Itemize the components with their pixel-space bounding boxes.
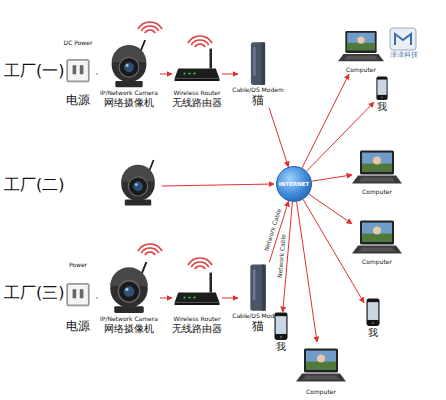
node-label: DC Power: [64, 40, 93, 47]
phone-node: 我: [272, 312, 290, 352]
camera-icon: [98, 40, 160, 90]
power-node: DC Power 电源: [60, 40, 96, 108]
factory-label: 工厂(一): [4, 62, 64, 80]
node-label: Wireless Router: [174, 90, 221, 97]
connector-arrow: [302, 74, 349, 168]
node-sublabel: 无线路由器: [172, 97, 222, 109]
connector-arrow: [312, 175, 352, 181]
modem-icon: [238, 40, 278, 87]
node-label: Computer: [362, 259, 392, 266]
node-label: INTERNET: [279, 181, 310, 187]
camera-icon: [98, 262, 160, 316]
computer-node: Computer: [352, 146, 402, 196]
modem-node: Cable/DS Modem猫: [238, 40, 278, 108]
factory-label: 工厂(三): [4, 284, 64, 302]
power-node: Power 电源: [60, 262, 96, 334]
phone-icon: [374, 76, 390, 101]
connector-arrow: [222, 298, 238, 299]
router-icon: [172, 40, 222, 90]
power-cable: [96, 74, 98, 75]
camera-node: IP/Network Camera网络摄像机: [98, 262, 160, 334]
router-node: Wireless Router无线路由器: [172, 40, 222, 108]
factory-label: 工厂(二): [4, 176, 64, 194]
router-icon: [172, 262, 222, 316]
watermark: 泽泽科技: [390, 52, 418, 60]
internet-globe: INTERNET: [276, 166, 312, 202]
connector-arrow: [297, 202, 317, 342]
node-label: Cable/DS Modem: [232, 87, 284, 94]
connector-line: [162, 184, 274, 186]
connector-arrow: [309, 194, 352, 224]
node-label: 我: [368, 327, 378, 339]
laptop-icon: [296, 342, 346, 389]
wifi-signal: [138, 22, 212, 269]
modem-icon: [238, 262, 278, 313]
node-sublabel: 猫: [252, 94, 264, 108]
laptop-icon: [352, 146, 402, 189]
cable-label: Network Cable: [276, 234, 286, 278]
phone-icon: [364, 298, 382, 327]
connector-arrow: [269, 108, 288, 167]
router-node: Wireless Router无线路由器: [172, 262, 222, 334]
node-label: IP/Network Camera: [100, 90, 158, 97]
node-label: Wireless Router: [174, 316, 221, 323]
laptop-icon: [338, 26, 384, 67]
node-label: Computer: [362, 189, 392, 196]
modem-node: Cable/DS Modem猫: [238, 262, 278, 334]
power-adapter-icon: [60, 47, 96, 94]
laptop-icon: [352, 216, 402, 259]
node-label: 我: [276, 341, 286, 353]
node-label: Computer: [346, 67, 376, 74]
node-sublabel: 电源: [66, 94, 90, 108]
phone-node: 我: [364, 298, 382, 338]
connector-arrow: [160, 298, 172, 299]
computer-node: Computer: [352, 216, 402, 266]
node-sublabel: 无线路由器: [172, 323, 222, 335]
camera-node: IP/Network Camera网络摄像机: [98, 40, 160, 108]
node-sublabel: 网络摄像机: [104, 97, 154, 109]
watermark-logo: [390, 28, 416, 50]
power-cable: [96, 298, 98, 299]
camera-icon: [121, 160, 155, 206]
node-sublabel: 网络摄像机: [104, 323, 154, 335]
node-label: Computer: [306, 389, 336, 396]
node-sublabel: 猫: [252, 320, 264, 334]
connector-arrow: [160, 74, 172, 75]
computer-node: Computer: [338, 26, 384, 74]
computer-node: Computer: [296, 342, 346, 396]
node-label: Power: [69, 262, 87, 269]
phone-icon: [272, 312, 290, 341]
node-label: 我: [377, 101, 387, 113]
connector-arrow: [222, 74, 238, 75]
power-adapter-icon: [60, 269, 96, 320]
node-sublabel: 电源: [66, 320, 90, 334]
phone-node: 我: [374, 76, 390, 112]
node-label: IP/Network Camera: [100, 316, 158, 323]
